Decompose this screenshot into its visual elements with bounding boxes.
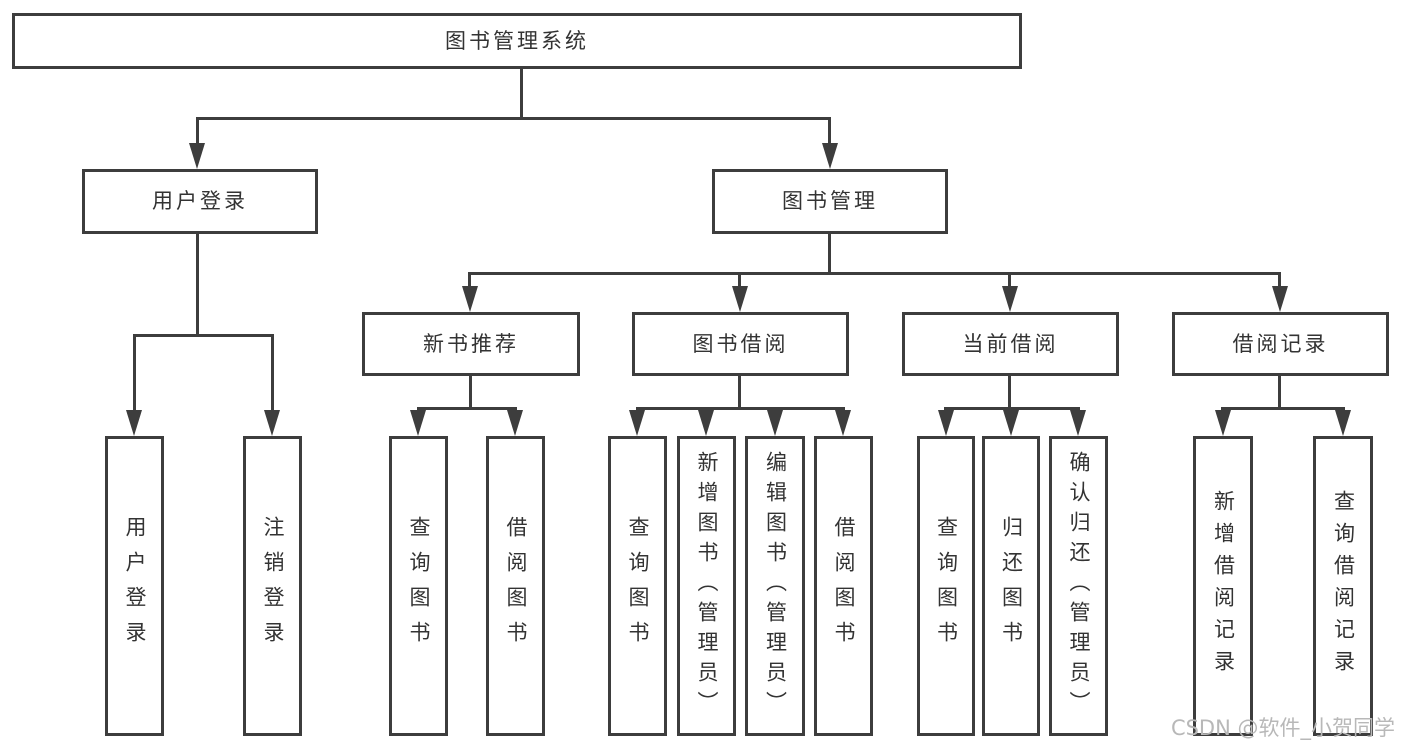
node-edit-books-admin: 编辑图书（管理员） — [745, 436, 805, 736]
arrow-down-icon — [1335, 410, 1351, 436]
arrow-down-icon — [264, 410, 280, 436]
node-borrow-books-borrowing-label: 借阅图书 — [832, 516, 857, 656]
node-user-login-label: 用户登录 — [152, 189, 248, 213]
connector-line — [738, 376, 741, 409]
arrow-down-icon — [629, 410, 645, 436]
arrow-down-icon — [767, 410, 783, 436]
connector-line — [468, 272, 1281, 275]
arrow-down-icon — [1002, 286, 1018, 312]
node-library-management-system: 图书管理系统 — [12, 13, 1022, 69]
node-confirm-return-admin-label: 确认归还（管理员） — [1067, 451, 1092, 721]
node-add-borrow-record: 新增借阅记录 — [1193, 436, 1253, 736]
connector-line — [133, 334, 136, 412]
node-query-borrow-record: 查询借阅记录 — [1313, 436, 1373, 736]
arrow-down-icon — [698, 410, 714, 436]
node-query-books-borrowing: 查询图书 — [608, 436, 667, 736]
node-library-management-system-label: 图书管理系统 — [445, 28, 589, 53]
connector-line — [1008, 272, 1011, 289]
connector-line — [828, 234, 831, 275]
connector-line — [196, 117, 831, 120]
connector-line — [636, 407, 845, 410]
arrow-down-icon — [126, 410, 142, 436]
connector-line — [1278, 376, 1281, 409]
arrow-down-icon — [938, 410, 954, 436]
connector-line — [196, 234, 199, 336]
connector-line — [738, 272, 741, 289]
arrow-down-icon — [410, 410, 426, 436]
node-logout: 注销登录 — [243, 436, 302, 736]
node-query-borrow-record-label: 查询借阅记录 — [1331, 490, 1356, 682]
arrow-down-icon — [1003, 410, 1019, 436]
node-borrowing-records: 借阅记录 — [1172, 312, 1389, 376]
arrow-down-icon — [462, 286, 478, 312]
node-query-books-recommend-label: 查询图书 — [407, 516, 432, 656]
node-new-book-recommend-label: 新书推荐 — [423, 331, 519, 356]
node-logout-label: 注销登录 — [261, 516, 286, 656]
connector-line — [271, 334, 274, 412]
node-confirm-return-admin: 确认归还（管理员） — [1049, 436, 1108, 736]
node-borrow-books-borrowing: 借阅图书 — [814, 436, 873, 736]
node-query-books-current-label: 查询图书 — [934, 516, 959, 656]
node-user-login-leaf-label: 用户登录 — [123, 516, 148, 656]
arrow-down-icon — [1215, 410, 1231, 436]
node-query-books-current: 查询图书 — [917, 436, 975, 736]
node-user-login: 用户登录 — [82, 169, 318, 234]
node-edit-books-admin-label: 编辑图书（管理员） — [763, 451, 788, 721]
node-new-book-recommend: 新书推荐 — [362, 312, 580, 376]
arrow-down-icon — [1070, 410, 1086, 436]
node-book-borrowing: 图书借阅 — [632, 312, 849, 376]
node-return-books: 归还图书 — [982, 436, 1040, 736]
arrow-down-icon — [1272, 286, 1288, 312]
node-borrow-books-recommend-label: 借阅图书 — [504, 516, 529, 656]
connector-line — [469, 376, 472, 409]
arrow-down-icon — [822, 143, 838, 169]
node-add-books-admin-label: 新增图书（管理员） — [695, 451, 720, 721]
arrow-down-icon — [732, 286, 748, 312]
node-book-management-label: 图书管理 — [782, 189, 878, 213]
arrow-down-icon — [835, 410, 851, 436]
connector-line — [133, 334, 274, 337]
node-add-borrow-record-label: 新增借阅记录 — [1211, 490, 1236, 682]
connector-line — [944, 407, 1080, 410]
connector-line — [1008, 376, 1011, 409]
node-add-books-admin: 新增图书（管理员） — [677, 436, 736, 736]
node-user-login-leaf: 用户登录 — [105, 436, 164, 736]
connector-line — [417, 407, 517, 410]
node-book-management: 图书管理 — [712, 169, 948, 234]
node-query-books-borrowing-label: 查询图书 — [626, 516, 651, 656]
watermark: CSDN @软件_小贺同学 — [1170, 716, 1395, 740]
connector-line — [828, 117, 831, 146]
connector-line — [468, 272, 471, 289]
connector-line — [1221, 407, 1345, 410]
node-query-books-recommend: 查询图书 — [389, 436, 448, 736]
connector-line — [196, 117, 199, 146]
node-current-borrowing-label: 当前借阅 — [962, 331, 1059, 356]
arrow-down-icon — [189, 143, 205, 169]
node-borrowing-records-label: 借阅记录 — [1232, 331, 1329, 356]
node-return-books-label: 归还图书 — [999, 516, 1024, 656]
node-current-borrowing: 当前借阅 — [902, 312, 1119, 376]
node-book-borrowing-label: 图书借阅 — [692, 331, 789, 356]
connector-line — [1278, 272, 1281, 289]
connector-line — [520, 69, 523, 120]
node-borrow-books-recommend: 借阅图书 — [486, 436, 545, 736]
arrow-down-icon — [507, 410, 523, 436]
